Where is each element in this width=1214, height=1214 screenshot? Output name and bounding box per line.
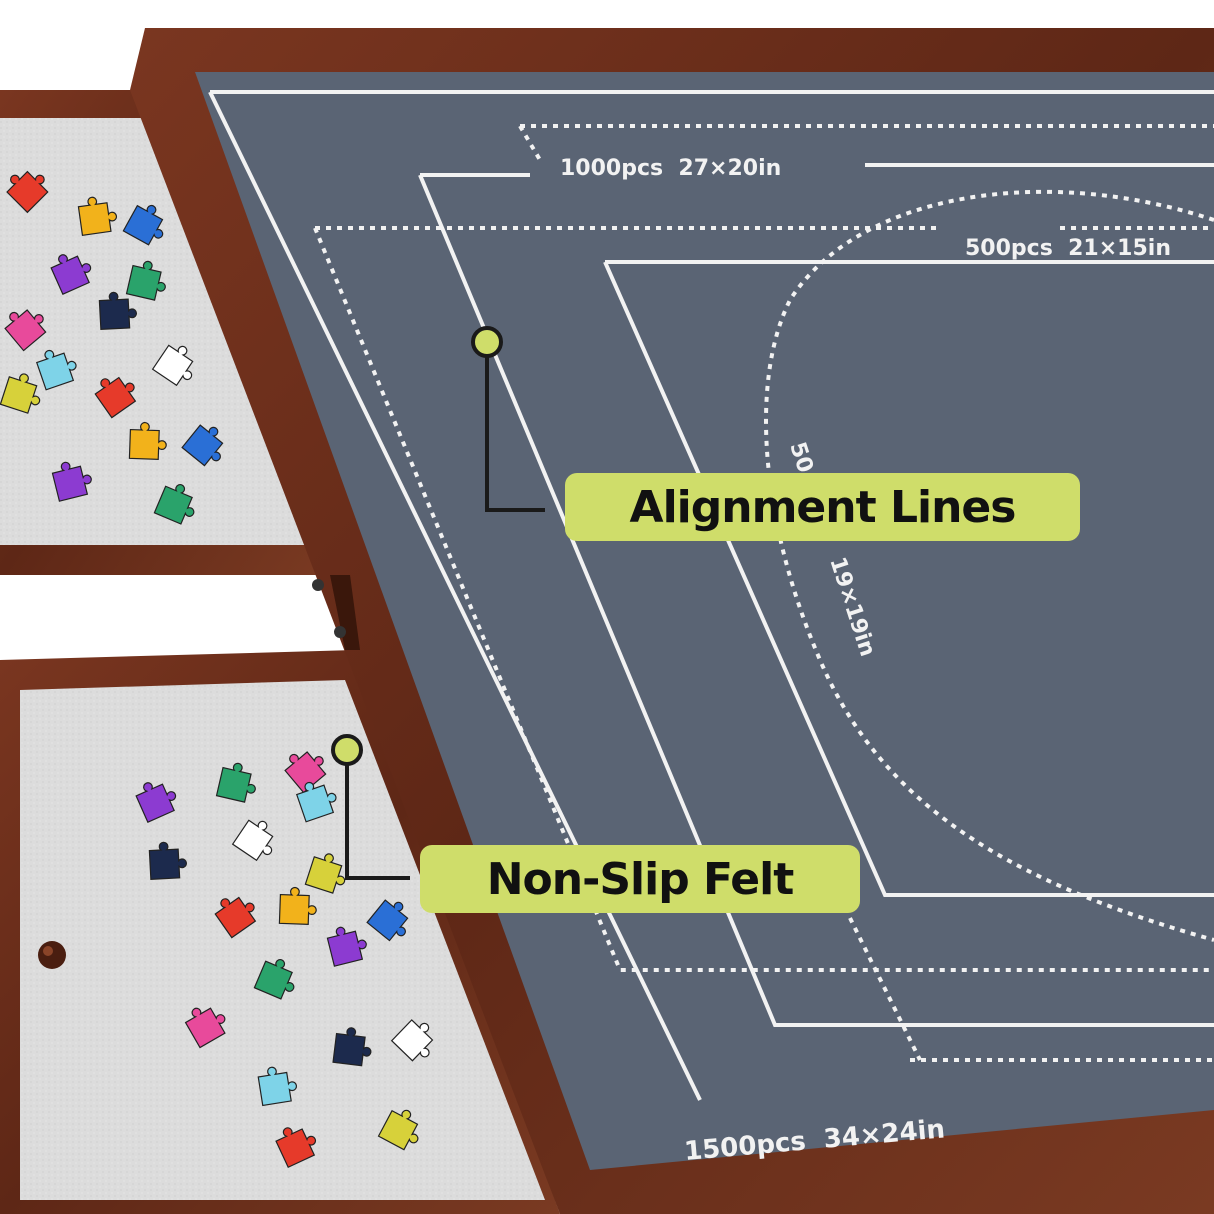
puzzle-piece xyxy=(366,899,409,942)
puzzle-piece xyxy=(148,841,187,881)
puzzle-piece xyxy=(181,424,224,467)
puzzle-piece xyxy=(153,484,195,525)
puzzle-piece xyxy=(231,819,274,862)
puzzle-piece xyxy=(125,260,166,301)
puzzle-piece xyxy=(51,461,92,502)
alignment-callout-pin xyxy=(471,326,545,512)
puzzle-pieces-bottom-drawer xyxy=(135,751,434,1169)
puzzle-piece xyxy=(278,886,317,925)
puzzle-piece xyxy=(151,344,194,387)
puzzle-piece xyxy=(215,762,256,803)
puzzle-piece xyxy=(184,1007,226,1049)
puzzle-piece xyxy=(98,291,137,331)
puzzle-piece xyxy=(122,204,164,246)
puzzle-piece xyxy=(135,782,177,823)
felt-tabletop xyxy=(195,72,1214,1170)
puzzle-piece xyxy=(326,926,367,967)
puzzle-piece xyxy=(275,1127,317,1169)
puzzle-piece xyxy=(35,349,77,391)
mat-label-1000: 1000pcs 27×20in xyxy=(560,156,781,181)
puzzle-piece xyxy=(77,196,118,236)
puzzle-piece xyxy=(6,170,49,214)
puzzle-piece xyxy=(257,1066,298,1107)
puzzle-piece xyxy=(214,896,257,939)
puzzle-piece xyxy=(0,373,41,414)
drawer-knob xyxy=(38,941,66,969)
puzzle-piece xyxy=(4,309,47,352)
puzzle-piece xyxy=(295,781,337,823)
puzzle-piece xyxy=(304,853,346,894)
puzzle-piece xyxy=(128,421,167,460)
puzzle-piece xyxy=(50,254,92,296)
puzzle-piece xyxy=(284,751,327,794)
puzzle-piece xyxy=(377,1109,419,1151)
felt-callout-pin xyxy=(331,734,410,880)
non-slip-felt-label: Non-Slip Felt xyxy=(420,845,860,913)
puzzle-piece xyxy=(390,1019,434,1062)
puzzle-piece xyxy=(253,959,295,1000)
puzzle-pieces-top-drawer xyxy=(0,170,224,525)
alignment-lines-label: Alignment Lines xyxy=(565,473,1080,541)
puzzle-piece xyxy=(94,376,137,419)
puzzle-piece xyxy=(332,1027,372,1067)
mat-label-500: 500pcs 21×15in xyxy=(965,236,1171,261)
